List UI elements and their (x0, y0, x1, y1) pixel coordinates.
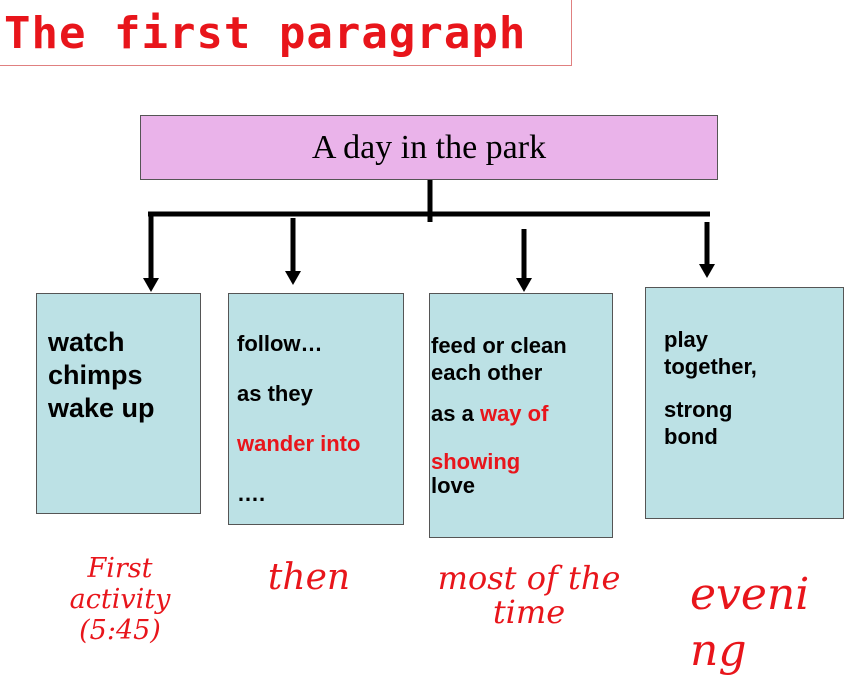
node-3-line-1: feed or clean each other (431, 333, 567, 385)
arrow-4-head (699, 264, 715, 278)
slide-title: The first paragraph (4, 8, 527, 59)
arrow-1-head (143, 278, 159, 292)
node-play: play together, strong bond (645, 287, 844, 519)
title-frame (0, 0, 572, 66)
label-1-line-1: First (87, 553, 153, 584)
node-3-line-2: as a (431, 401, 474, 426)
node-2-line-1: follow… (237, 331, 323, 356)
node-2-line-4: …. (237, 481, 266, 506)
node-3-line-3: love (431, 473, 476, 498)
node-3-highlight-1: way of (479, 401, 549, 426)
label-4-line-2: ng (690, 625, 747, 676)
node-4-line-1: play together, (664, 327, 757, 379)
arrow-3-head (516, 278, 532, 292)
tree-connectors (143, 180, 715, 292)
node-1-line-3: wake up (48, 393, 155, 423)
node-2-line-3: wander into (237, 431, 361, 456)
node-wake-up: watch chimps wake up (36, 293, 201, 514)
label-most-of-time: most of the time (409, 561, 649, 629)
node-3-highlight-2: showing (431, 449, 521, 474)
label-3-line-2: time (492, 593, 566, 631)
arrow-2-head (285, 271, 301, 285)
label-first-activity: First activity (5:45) (40, 553, 200, 646)
label-then: then (239, 557, 379, 598)
node-1-line-1: watch (48, 327, 125, 357)
label-4-line-1: eveni (690, 569, 810, 620)
node-2-line-2: as they (237, 381, 313, 406)
label-1-line-2: activity (69, 584, 171, 615)
root-node-label: A day in the park (311, 128, 547, 166)
node-1-line-2: chimps (48, 360, 143, 390)
label-1-line-3: (5:45) (79, 615, 161, 646)
label-3-line-1: most of the (437, 559, 621, 597)
node-wander: follow… as they wander into …. (228, 293, 404, 525)
node-groom: feed or clean each other as a way of sho… (429, 293, 613, 538)
root-node: A day in the park (140, 115, 718, 180)
node-4-line-2: strong bond (664, 397, 733, 449)
label-2-line-1: then (267, 557, 351, 598)
label-evening: eveni ng (690, 567, 810, 676)
